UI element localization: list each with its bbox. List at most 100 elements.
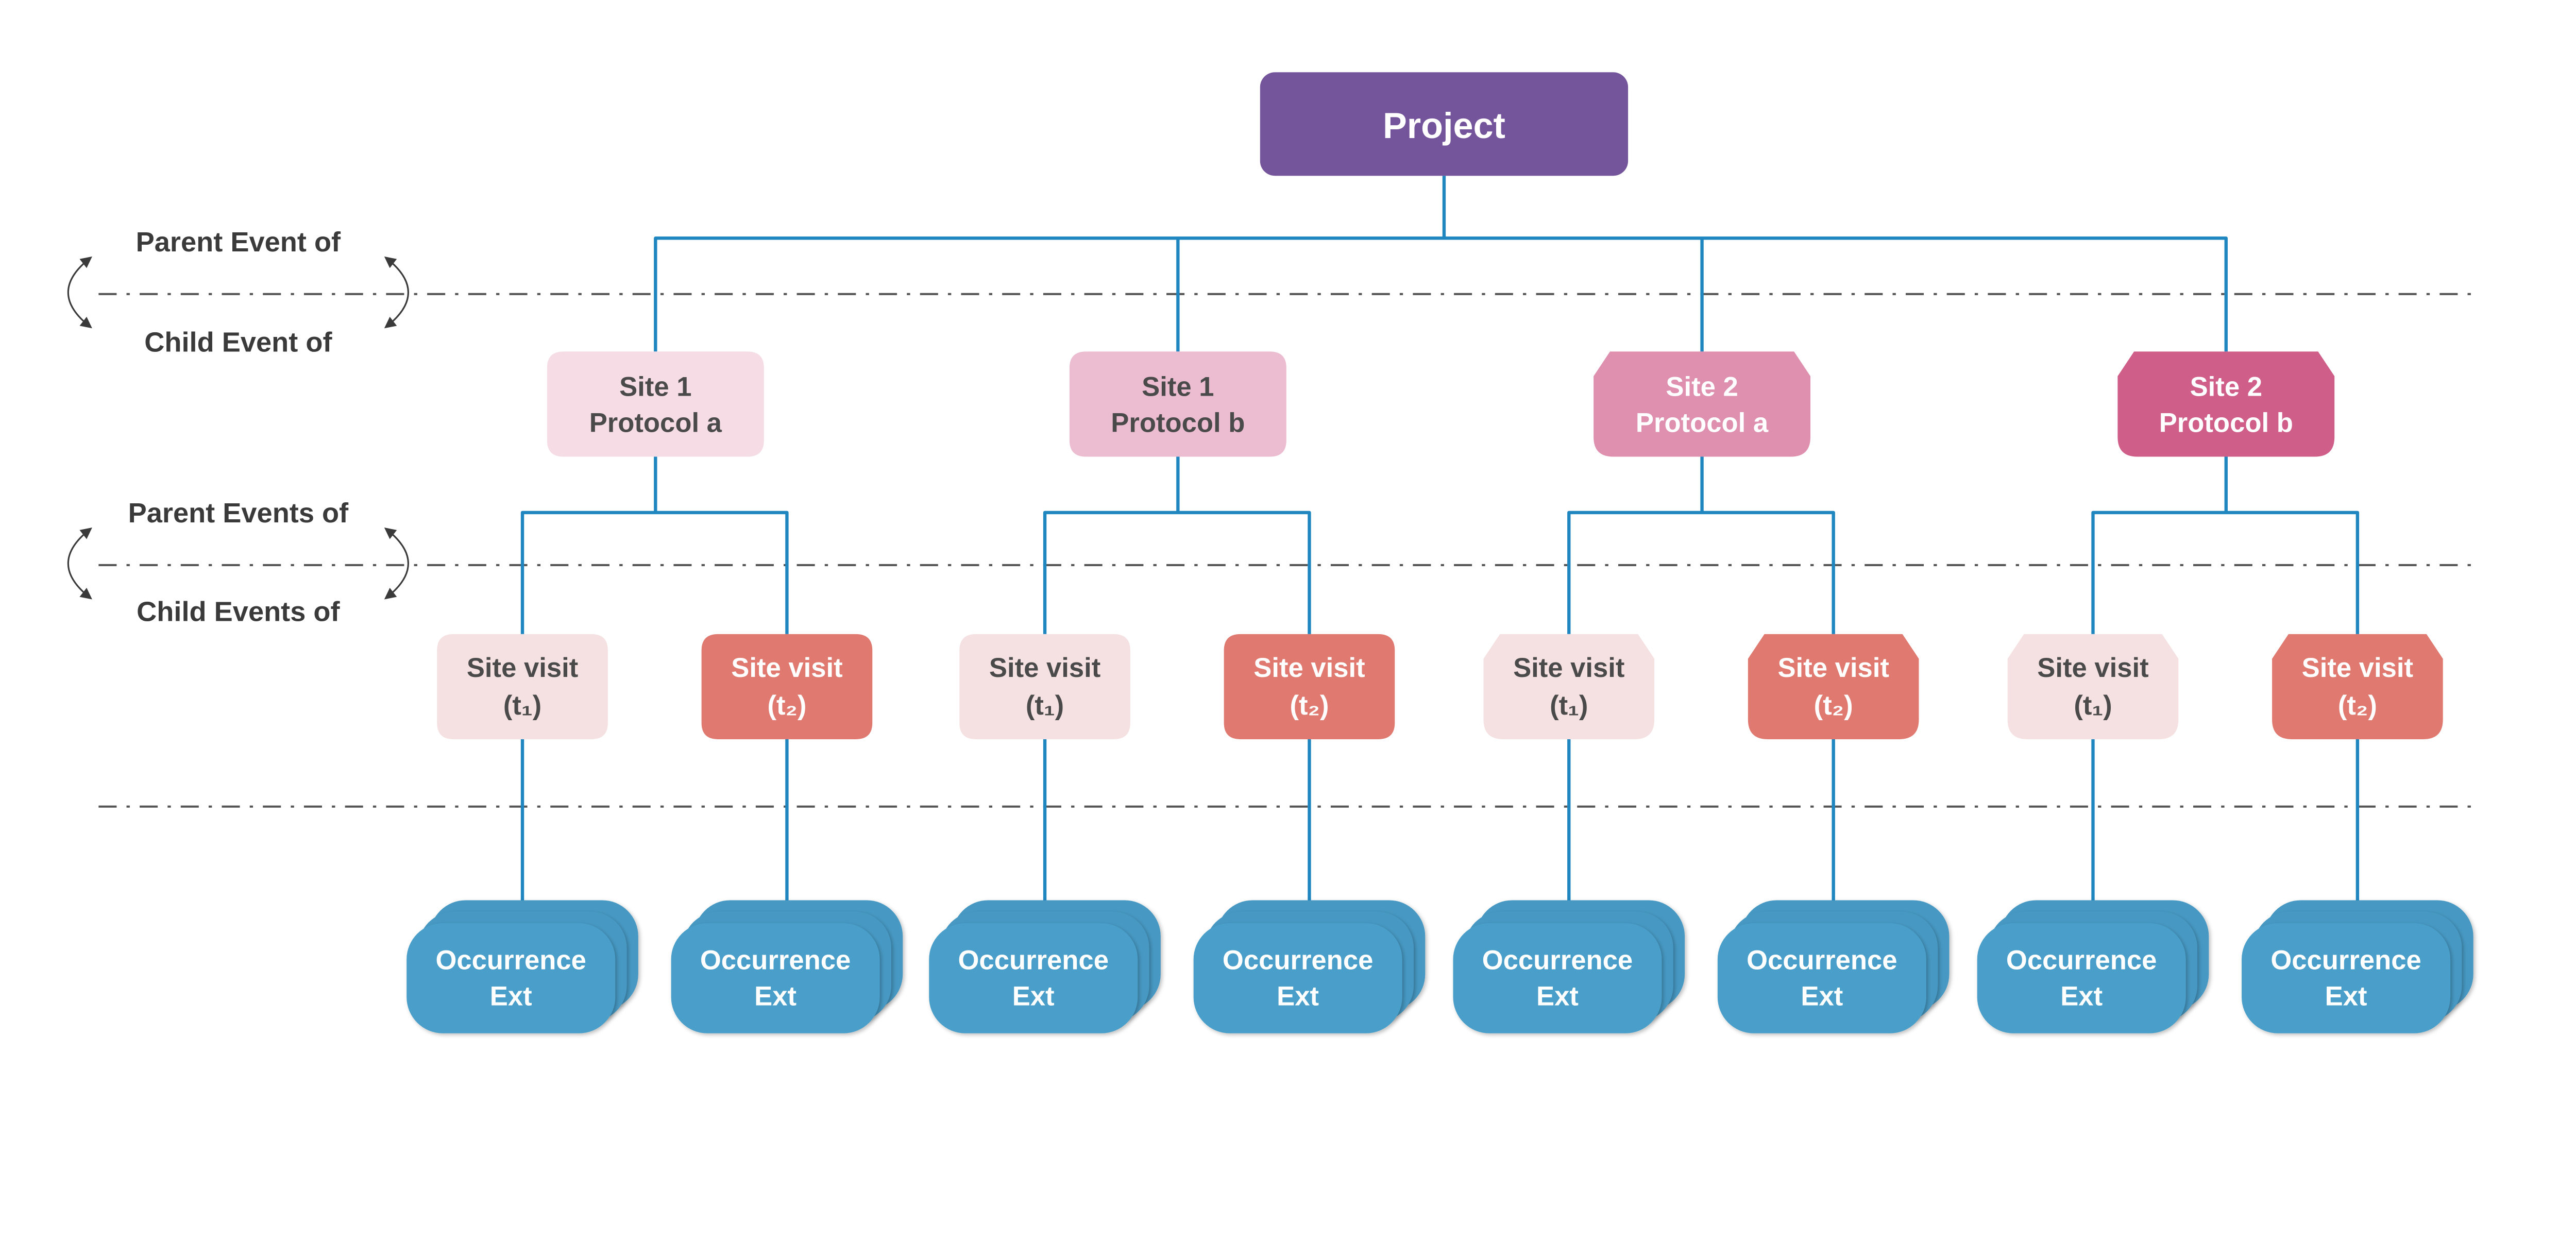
site-visit-node-2-1[interactable]: Site visit(t₁) — [959, 634, 1130, 739]
occurrence-label-line-1: Occurrence — [1223, 945, 1373, 975]
occurrence-card-3 — [1193, 923, 1402, 1033]
level-labels: Parent Event of Child Event of Parent Ev… — [128, 227, 349, 627]
project-node[interactable]: Project — [1260, 72, 1629, 176]
connectors — [520, 176, 2360, 901]
event-hierarchy-diagram: Parent Event of Child Event of Parent Ev… — [67, 72, 2478, 1033]
level-1-parent-label: Parent Event of — [136, 227, 341, 258]
site-visit-node-4-1[interactable]: Site visit (t₁) — [2007, 634, 2179, 739]
site-visit-node-2-2-label-line-1: Site visit — [1253, 653, 1365, 683]
site-visit-node-2-2-box — [1224, 634, 1395, 739]
site-visit-node-1-2[interactable]: Site visit (t₂) — [701, 634, 873, 739]
site-visit-node-1-1-box — [437, 634, 608, 739]
project-box — [1260, 72, 1629, 176]
site-visit-node-3-1-label-line-1: Site visit — [1513, 653, 1624, 683]
site-node-1-box — [547, 351, 764, 457]
occurrence-label-line-1: Occurrence — [2270, 945, 2421, 975]
occurrence-card-3 — [406, 923, 616, 1033]
level-dividers — [98, 293, 2478, 808]
site-node-2-box — [1069, 351, 1286, 457]
double-arrow-icon — [384, 528, 410, 600]
occurrence-card-3 — [1977, 923, 2186, 1033]
site-visit-node-2-1-box — [959, 634, 1130, 739]
visit-bus-connector — [1043, 511, 1311, 634]
site-visit-node-2-1-label-line-2: (t₁) — [1026, 690, 1064, 721]
site-node-4-label-line-1: Site 2 — [2190, 371, 2262, 402]
occurrence-card-3 — [671, 923, 880, 1033]
site-node-4[interactable]: Site 2 Protocol b — [2117, 351, 2335, 457]
double-arrow-icon — [384, 256, 410, 329]
site-visit-node-2-2-label-line-2: (t₂) — [1290, 690, 1329, 721]
occurrence-label-line-2: Ext — [1012, 981, 1055, 1012]
site-node-3-label-line-2: Protocol a — [1636, 408, 1769, 438]
site-node-1-label-line-1: Site 1 — [619, 371, 691, 402]
site-node-3-label-line-1: Site 2 — [1666, 371, 1738, 402]
occurrence-label-line-2: Ext — [2060, 981, 2103, 1012]
occurrence-label-line-2: Ext — [754, 981, 796, 1012]
site-visit-node-3-1-label-line-2: (t₁) — [1550, 690, 1588, 721]
occurrence-label-line-1: Occurrence — [958, 945, 1109, 975]
site-visit-node-3-2-label-line-1: Site visit — [1777, 653, 1889, 683]
site-node-2-label-line-1: Site 1 — [1142, 371, 1214, 402]
site-node-1[interactable]: Site 1 Protocol a — [547, 351, 764, 457]
site-visit-node-3-2-box — [1748, 634, 1919, 739]
project-label: Project — [1383, 105, 1505, 146]
level-1-child-label: Child Event of — [144, 327, 332, 358]
level-2-parent-label: Parent Events of — [128, 498, 349, 529]
site-visit-node-4-2-box — [2272, 634, 2443, 739]
occurrence-card-3 — [2242, 923, 2451, 1033]
site-visit-node-2-2[interactable]: Site visit (t₂) — [1224, 634, 1395, 739]
site-visit-node-1-1-label-line-1: Site visit — [467, 653, 578, 683]
visit-bus-connector — [520, 511, 789, 634]
occurrence-label-line-2: Ext — [1801, 981, 1843, 1012]
site-visit-node-4-1-label-line-2: (t₁) — [2074, 690, 2112, 721]
site-node-4-box — [2117, 351, 2335, 457]
occurrence-label-line-1: Occurrence — [2006, 945, 2157, 975]
nodes: Project Site 1 Protocol a Site visit (t₁) Oc… — [406, 72, 2473, 1033]
site-visit-node-1-2-label-line-2: (t₂) — [767, 690, 806, 721]
level-2-child-label: Child Events of — [137, 596, 340, 627]
double-arrow-icon — [67, 528, 92, 600]
site-visit-node-4-1-label-line-1: Site visit — [2037, 653, 2148, 683]
site-node-3-box — [1594, 351, 1811, 457]
occurrence-card-3 — [1717, 923, 1926, 1033]
site-visit-node-3-2-label-line-2: (t₂) — [1814, 690, 1853, 721]
double-arrow-icon — [67, 256, 92, 329]
site-visit-node-1-1-label-line-2: (t₁) — [503, 690, 541, 721]
occurrence-label-line-1: Occurrence — [1747, 945, 1897, 975]
occurrence-label-line-2: Ext — [2325, 981, 2367, 1012]
site-visit-node-1-2-label-line-1: Site visit — [731, 653, 842, 683]
visit-bus-connector — [1567, 511, 1835, 634]
visit-bus-connector — [2091, 511, 2360, 634]
site-visit-node-4-2-label-line-1: Site visit — [2302, 653, 2413, 683]
occurrence-label-line-2: Ext — [1536, 981, 1579, 1012]
site-visit-node-3-2[interactable]: Site visit (t₂) — [1748, 634, 1919, 739]
occurrence-label-line-2: Ext — [490, 981, 532, 1012]
site-node-3[interactable]: Site 2 Protocol a — [1594, 351, 1811, 457]
site-visit-node-3-1[interactable]: Site visit (t₁) — [1483, 634, 1655, 739]
site-visit-node-1-2-box — [701, 634, 873, 739]
occurrence-card-3 — [929, 923, 1138, 1033]
site-node-2-label-line-2: Protocol b — [1111, 408, 1245, 438]
occurrence-card-3 — [1453, 923, 1662, 1033]
site-visit-node-4-2-label-line-2: (t₂) — [2338, 690, 2377, 721]
site-visit-node-4-2[interactable]: Site visit (t₂) — [2272, 634, 2443, 739]
site-bus-connector — [654, 236, 2228, 352]
occurrence-label-line-2: Ext — [1277, 981, 1319, 1012]
site-visit-node-3-1-box — [1483, 634, 1655, 739]
site-node-1-label-line-2: Protocol a — [589, 408, 722, 438]
occurrence-label-line-1: Occurrence — [1482, 945, 1633, 975]
site-node-4-label-line-2: Protocol b — [2159, 408, 2293, 438]
site-visit-node-1-1[interactable]: Site visit (t₁) — [437, 634, 608, 739]
site-visit-node-4-1-box — [2007, 634, 2179, 739]
occurrence-label-line-1: Occurrence — [435, 945, 586, 975]
relationship-arrows — [67, 256, 410, 600]
site-node-2[interactable]: Site 1 Protocol b — [1069, 351, 1286, 457]
